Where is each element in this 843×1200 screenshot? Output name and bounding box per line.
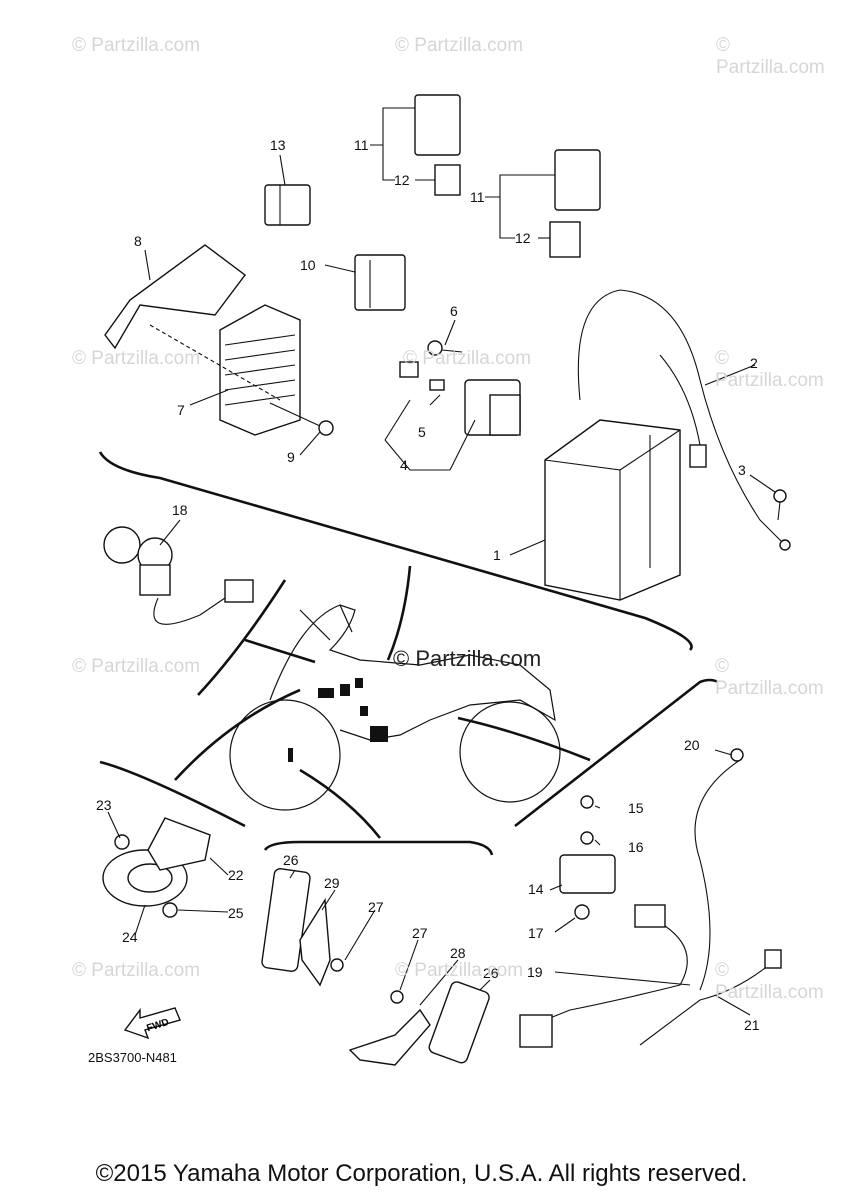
watermark: © Partzilla.com	[72, 348, 201, 369]
accessory-socket	[103, 526, 254, 625]
relay-11-b	[549, 149, 601, 258]
washer-16	[580, 831, 594, 845]
horn-bracket	[147, 817, 211, 871]
leader-lines	[107, 107, 776, 1016]
callout-27b: 27	[412, 925, 428, 941]
motorcycle-outline	[229, 604, 561, 811]
bolt-23	[114, 834, 130, 850]
callout-1: 1	[493, 547, 501, 563]
rectifier-cover	[104, 244, 246, 350]
callout-20: 20	[684, 737, 700, 753]
right-diag	[457, 716, 591, 762]
callout-28: 28	[450, 945, 466, 961]
callout-19: 19	[527, 964, 543, 980]
fuse	[399, 361, 419, 378]
center-curve	[386, 565, 412, 661]
callout-labels: 1 2 3 4 5 6 7 8 9 10 11 12 11 12 13 14 1…	[96, 137, 760, 1033]
fwd-arrow-icon: FWD	[123, 1007, 181, 1040]
watermark: © Partzilla.com	[395, 960, 524, 981]
callout-11b: 11	[470, 189, 485, 205]
callout-17: 17	[528, 925, 544, 941]
bolt-9	[269, 402, 334, 436]
bolt-3	[773, 489, 787, 521]
callout-3: 3	[738, 462, 746, 478]
diagram-code: 2BS3700-N481	[88, 1050, 177, 1065]
left-hline	[244, 638, 316, 664]
horn	[102, 817, 211, 918]
flasher-relay	[264, 184, 311, 226]
callout-9: 9	[287, 449, 295, 465]
callout-10: 10	[300, 257, 316, 273]
starter-relay	[399, 361, 521, 436]
callout-14: 14	[528, 881, 544, 897]
left-diag-1	[174, 688, 301, 781]
watermark: © Partzilla.com	[715, 960, 824, 1003]
mid-diag	[299, 768, 382, 839]
watermark: © Partzilla.com	[716, 35, 825, 78]
callout-26b: 26	[483, 965, 499, 981]
relay-11-a	[414, 94, 461, 196]
callout-11a: 11	[354, 137, 369, 153]
callout-15: 15	[628, 800, 644, 816]
watermark: © Partzilla.com	[715, 348, 824, 391]
battery-lead	[577, 289, 786, 546]
callout-12b: 12	[515, 230, 531, 246]
nut-17	[574, 904, 590, 920]
callout-12a: 12	[394, 172, 410, 188]
callout-16: 16	[628, 839, 644, 855]
bottom-section-arc	[263, 840, 494, 856]
callout-29: 29	[324, 875, 340, 891]
battery-lead-terminal	[779, 539, 791, 551]
watermark: © Partzilla.com	[403, 348, 532, 369]
callout-25: 25	[228, 905, 244, 921]
callout-26a: 26	[283, 852, 299, 868]
callout-23: 23	[96, 797, 112, 813]
watermark: © Partzilla.com	[72, 35, 201, 56]
harness-connector	[519, 1014, 553, 1048]
upper-section-arc	[98, 451, 693, 651]
callout-7: 7	[177, 402, 185, 418]
left-mini-arc	[197, 579, 287, 696]
callout-8: 8	[134, 233, 142, 249]
callout-13: 13	[270, 137, 286, 153]
callout-24: 24	[122, 929, 138, 945]
callout-4: 4	[400, 457, 408, 473]
footrest-right	[348, 981, 490, 1066]
bolt-20	[730, 748, 744, 762]
callout-5: 5	[418, 424, 426, 440]
callout-2: 2	[750, 355, 758, 371]
left-section-arc	[99, 760, 246, 828]
battery-lead-branch	[659, 354, 701, 446]
callout-22: 22	[228, 867, 244, 883]
lean-angle-sensor	[559, 795, 666, 928]
watermark: © Partzilla.com	[72, 960, 201, 981]
callout-27a: 27	[368, 899, 384, 915]
callout-18: 18	[172, 502, 188, 518]
footrest-left	[261, 868, 344, 987]
rectifier-regulator	[219, 304, 301, 436]
wire-harness-19	[544, 925, 688, 1021]
center-watermark: © Partzilla.com	[393, 646, 542, 671]
fuse-small	[429, 379, 445, 391]
bolt-6	[427, 340, 463, 356]
watermark: © Partzilla.com	[72, 656, 201, 677]
watermark: © Partzilla.com	[715, 656, 824, 699]
callout-21: 21	[744, 1017, 760, 1033]
right-section-arc	[514, 678, 719, 828]
relay-10	[354, 254, 406, 311]
wire-harness-19b	[694, 759, 741, 991]
battery	[544, 419, 681, 601]
watermark: © Partzilla.com	[395, 35, 524, 56]
copyright-footer: ©2015 Yamaha Motor Corporation, U.S.A. A…	[95, 1160, 748, 1187]
battery-lead-connector	[689, 444, 707, 468]
screw-15	[580, 795, 594, 809]
bolt-25	[162, 902, 178, 918]
callout-6: 6	[450, 303, 458, 319]
